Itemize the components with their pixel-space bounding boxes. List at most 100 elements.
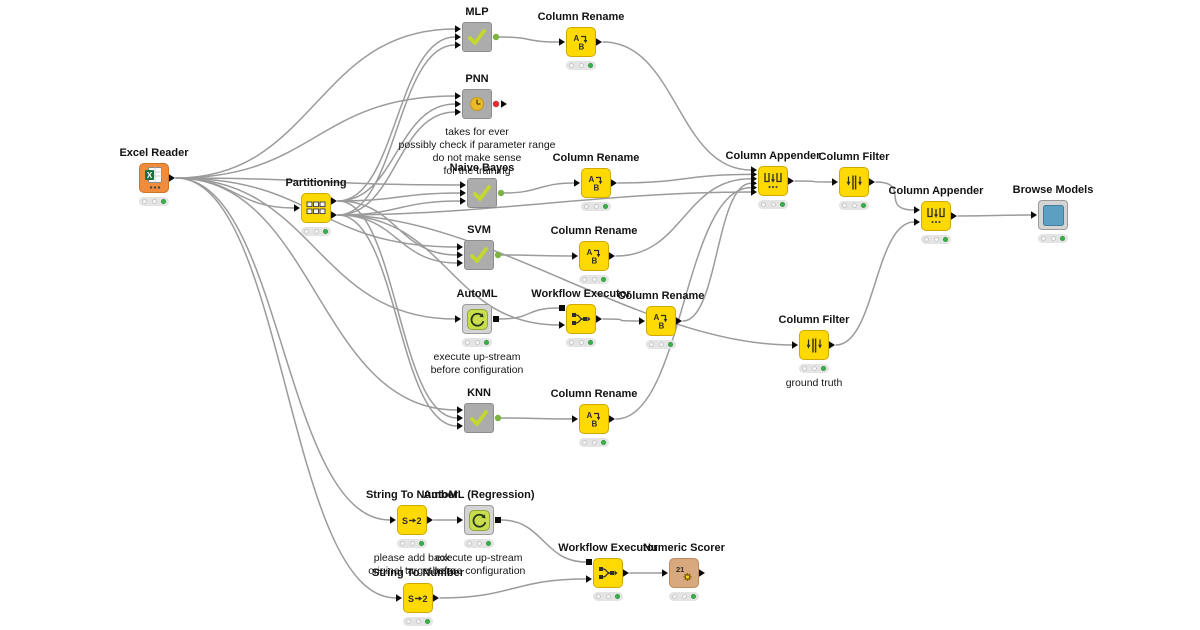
node-label: SVM [467, 224, 491, 236]
connection-wire [175, 28, 456, 179]
node-annotation-line: execute up-stream [433, 351, 521, 363]
output-port[interactable] [869, 178, 875, 186]
node-ca2[interactable] [921, 201, 951, 231]
input-port[interactable] [455, 315, 461, 323]
input-port[interactable] [457, 516, 463, 524]
connection-wire [503, 182, 575, 194]
connection-wire [682, 182, 752, 322]
column-filter-icon [845, 174, 863, 191]
input-port[interactable] [457, 414, 463, 422]
input-port[interactable] [396, 594, 402, 602]
node-excel_reader[interactable]: X [139, 163, 169, 193]
node-mlp[interactable] [462, 22, 492, 52]
input-port[interactable] [832, 178, 838, 186]
output-port[interactable] [169, 174, 175, 182]
output-port[interactable] [501, 100, 507, 108]
node-partitioning[interactable] [301, 193, 331, 223]
metanode-output-port[interactable] [492, 33, 500, 41]
input-port[interactable] [457, 422, 463, 430]
input-port[interactable] [294, 204, 300, 212]
output-port[interactable] [331, 211, 337, 219]
input-port[interactable] [639, 317, 645, 325]
input-port[interactable] [455, 25, 461, 33]
node-label: KNN [467, 387, 491, 399]
workflow-output-port[interactable] [493, 316, 499, 322]
input-port[interactable] [586, 575, 592, 583]
input-port[interactable] [390, 516, 396, 524]
input-port[interactable] [914, 218, 920, 226]
input-port[interactable] [1031, 211, 1037, 219]
input-port[interactable] [460, 181, 466, 189]
input-port[interactable] [455, 100, 461, 108]
output-port[interactable] [623, 569, 629, 577]
input-port[interactable] [559, 321, 565, 329]
node-automl_reg[interactable] [464, 505, 494, 535]
output-port[interactable] [427, 516, 433, 524]
metanode-output-port[interactable] [494, 251, 502, 259]
output-port[interactable] [951, 212, 957, 220]
node-cf1[interactable] [839, 167, 869, 197]
input-port[interactable] [572, 415, 578, 423]
output-port[interactable] [676, 317, 682, 325]
output-port[interactable] [829, 341, 835, 349]
node-browse_models[interactable] [1038, 200, 1068, 230]
node-wfe1[interactable] [566, 304, 596, 334]
input-port[interactable] [559, 38, 565, 46]
connection-wire [602, 318, 640, 322]
input-port[interactable] [572, 252, 578, 260]
output-port[interactable] [611, 179, 617, 187]
node-label: Column Rename [617, 290, 705, 302]
metanode-output-port[interactable] [494, 414, 502, 422]
output-port[interactable] [609, 415, 615, 423]
node-pnn[interactable] [462, 89, 492, 119]
input-port[interactable] [914, 206, 920, 214]
input-port[interactable] [457, 259, 463, 267]
input-port[interactable] [457, 243, 463, 251]
input-port[interactable] [455, 92, 461, 100]
node-svm[interactable] [464, 240, 494, 270]
input-port[interactable] [751, 188, 757, 196]
node-knn[interactable] [464, 403, 494, 433]
svg-text:B: B [592, 257, 598, 266]
input-port[interactable] [574, 179, 580, 187]
input-port[interactable] [457, 251, 463, 259]
node-ca1[interactable] [758, 166, 788, 196]
input-port[interactable] [460, 197, 466, 205]
output-port[interactable] [699, 569, 705, 577]
output-port[interactable] [788, 177, 794, 185]
node-naive_bayes[interactable] [467, 178, 497, 208]
metanode-output-port[interactable] [492, 100, 500, 108]
output-port[interactable] [331, 197, 337, 205]
node-numeric_scorer[interactable]: 21 [669, 558, 699, 588]
output-port[interactable] [433, 594, 439, 602]
workflow-output-port[interactable] [495, 517, 501, 523]
node-cf_gt[interactable] [799, 330, 829, 360]
node-label: Column Rename [550, 388, 638, 400]
input-port[interactable] [460, 189, 466, 197]
output-port[interactable] [596, 315, 602, 323]
connection-wire [439, 578, 587, 599]
workflow-input-port[interactable] [586, 559, 592, 565]
input-port[interactable] [455, 108, 461, 116]
output-port[interactable] [609, 252, 615, 260]
output-port[interactable] [596, 38, 602, 46]
input-port[interactable] [457, 406, 463, 414]
node-automl[interactable] [462, 304, 492, 334]
workflow-input-port[interactable] [559, 305, 565, 311]
metanode-output-port[interactable] [497, 189, 505, 197]
input-port[interactable] [455, 33, 461, 41]
input-port[interactable] [792, 341, 798, 349]
node-wfe2[interactable] [593, 558, 623, 588]
input-port[interactable] [662, 569, 668, 577]
input-port[interactable] [455, 41, 461, 49]
